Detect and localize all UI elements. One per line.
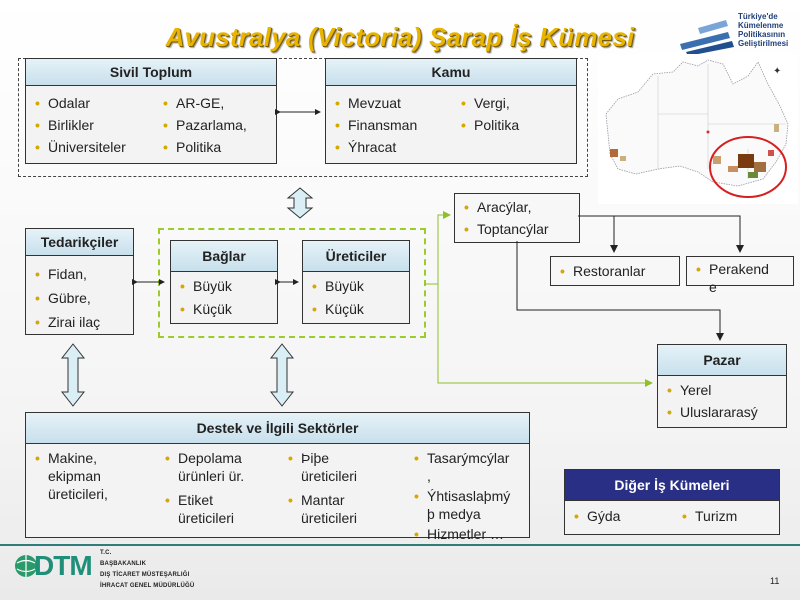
kamu-header: Kamu bbox=[326, 59, 576, 86]
list-item: Gýda bbox=[569, 505, 620, 527]
logo-line-3: Politikasının bbox=[738, 30, 786, 39]
australia-map-icon: ✦ bbox=[605, 59, 789, 198]
baglar-header: Bağlar bbox=[171, 241, 277, 272]
page-title: Avustralya (Victoria) Şarap İş Kümesi bbox=[165, 22, 635, 52]
logo-line-2: Kümelenme bbox=[738, 21, 784, 30]
list-item: Turizm bbox=[677, 505, 737, 527]
footer-separator bbox=[0, 544, 800, 546]
dtm-logo-text: DTM bbox=[34, 550, 93, 581]
logo-line-1: Türkiye'de bbox=[738, 12, 778, 21]
list-item: Büyük bbox=[307, 275, 364, 298]
diger-box: Diğer İş Kümeleri Gýda Turizm bbox=[564, 469, 780, 535]
tedarikciler-box: Tedarikçiler Fidan, Gübre, Zirai ilaç bbox=[25, 228, 134, 335]
australia-map: ✦ bbox=[598, 54, 798, 204]
footer-line-3: DIŞ TİCARET MÜSTEŞARLIĞI bbox=[100, 572, 190, 578]
list-item: Birlikler bbox=[30, 114, 126, 136]
production-to-market-arrow bbox=[437, 284, 653, 387]
list-item: Ýhracat bbox=[330, 136, 417, 158]
list-item: Vergi, bbox=[456, 92, 519, 114]
perakende-line-1: •Perakend bbox=[696, 261, 769, 277]
vertical-block-arrow-right bbox=[269, 343, 295, 407]
intermediaries-to-market-arrow bbox=[516, 241, 724, 341]
list-item: AR-GE, bbox=[158, 92, 247, 114]
list-item: Üniversiteler bbox=[30, 136, 126, 158]
baglar-box: Bağlar Büyük Küçük bbox=[170, 240, 278, 324]
ureticiler-box: Üreticiler Büyük Küçük bbox=[302, 240, 410, 324]
civil-public-group bbox=[18, 58, 588, 177]
list-item: Mevzuat bbox=[330, 92, 417, 114]
destek-header: Destek ve İlgili Sektörler bbox=[26, 413, 529, 444]
logo-line-4: Geliştirilmesi bbox=[738, 39, 789, 48]
svg-text:✦: ✦ bbox=[773, 66, 781, 77]
list-item: Büyük bbox=[175, 275, 232, 298]
diger-header: Diğer İş Kümeleri bbox=[565, 470, 779, 501]
list-item: Politika bbox=[158, 136, 247, 158]
footer-org: T.C. BAŞBAKANLIK DIŞ TİCARET MÜSTEŞARLIĞ… bbox=[100, 548, 194, 592]
list-item: Restoranlar bbox=[555, 260, 645, 282]
footer-line-2: BAŞBAKANLIK bbox=[100, 561, 147, 567]
vertical-block-arrow-top bbox=[286, 187, 314, 219]
dtm-logo: DTM bbox=[12, 548, 93, 584]
pazar-header: Pazar bbox=[658, 345, 786, 376]
restoranlar-box: Restoranlar bbox=[550, 256, 680, 286]
aracilar-box: Aracýlar, Toptancýlar bbox=[454, 193, 580, 243]
sivil-toplum-box: Sivil Toplum Odalar Birlikler Üniversite… bbox=[25, 58, 277, 164]
list-item: Finansman bbox=[330, 114, 417, 136]
destek-box: Destek ve İlgili Sektörler • Makine,ekip… bbox=[25, 412, 530, 542]
sivil-toplum-header: Sivil Toplum bbox=[26, 59, 276, 86]
kumelenme-logo: Türkiye'de Kümelenme Politikasının Geliş… bbox=[676, 10, 800, 56]
list-item: Yerel bbox=[662, 379, 758, 401]
pazar-box: Pazar Yerel Uluslararasý bbox=[657, 344, 787, 428]
list-item: Küçük bbox=[175, 298, 232, 321]
ureticiler-header: Üreticiler bbox=[303, 241, 409, 272]
list-item: Gübre, bbox=[30, 286, 100, 310]
tedarikciler-header: Tedarikçiler bbox=[26, 229, 133, 256]
list-item: • Tasarýmcýlar, bbox=[414, 450, 510, 484]
list-item: Politika bbox=[456, 114, 519, 136]
kamu-box: Kamu Mevzuat Finansman Ýhracat Vergi, Po… bbox=[325, 58, 577, 164]
list-item: Zirai ilaç bbox=[30, 310, 100, 334]
list-item: Toptancýlar bbox=[459, 218, 549, 240]
perakende-box: •Perakend e bbox=[686, 256, 794, 295]
list-item: Fidan, bbox=[30, 262, 100, 286]
list-item: Pazarlama, bbox=[158, 114, 247, 136]
list-item: • Hizmetler … bbox=[414, 526, 505, 542]
kumelenme-logo-icon bbox=[680, 20, 734, 56]
vertical-block-arrow-left bbox=[60, 343, 86, 407]
list-item: Aracýlar, bbox=[459, 196, 549, 218]
list-item: Uluslararasý bbox=[662, 401, 758, 423]
page-number: 11 bbox=[770, 576, 780, 586]
list-item: Küçük bbox=[307, 298, 364, 321]
intermediaries-to-retail-arrow bbox=[578, 215, 744, 253]
footer-line-4: İHRACAT GENEL MÜDÜRLÜĞÜ bbox=[100, 583, 195, 589]
production-to-intermediaries-arrow bbox=[424, 211, 451, 285]
footer-line-1: T.C. bbox=[100, 550, 112, 556]
list-item: Odalar bbox=[30, 92, 126, 114]
dtm-globe-icon bbox=[15, 555, 37, 577]
perakende-line-2: e bbox=[709, 279, 717, 295]
